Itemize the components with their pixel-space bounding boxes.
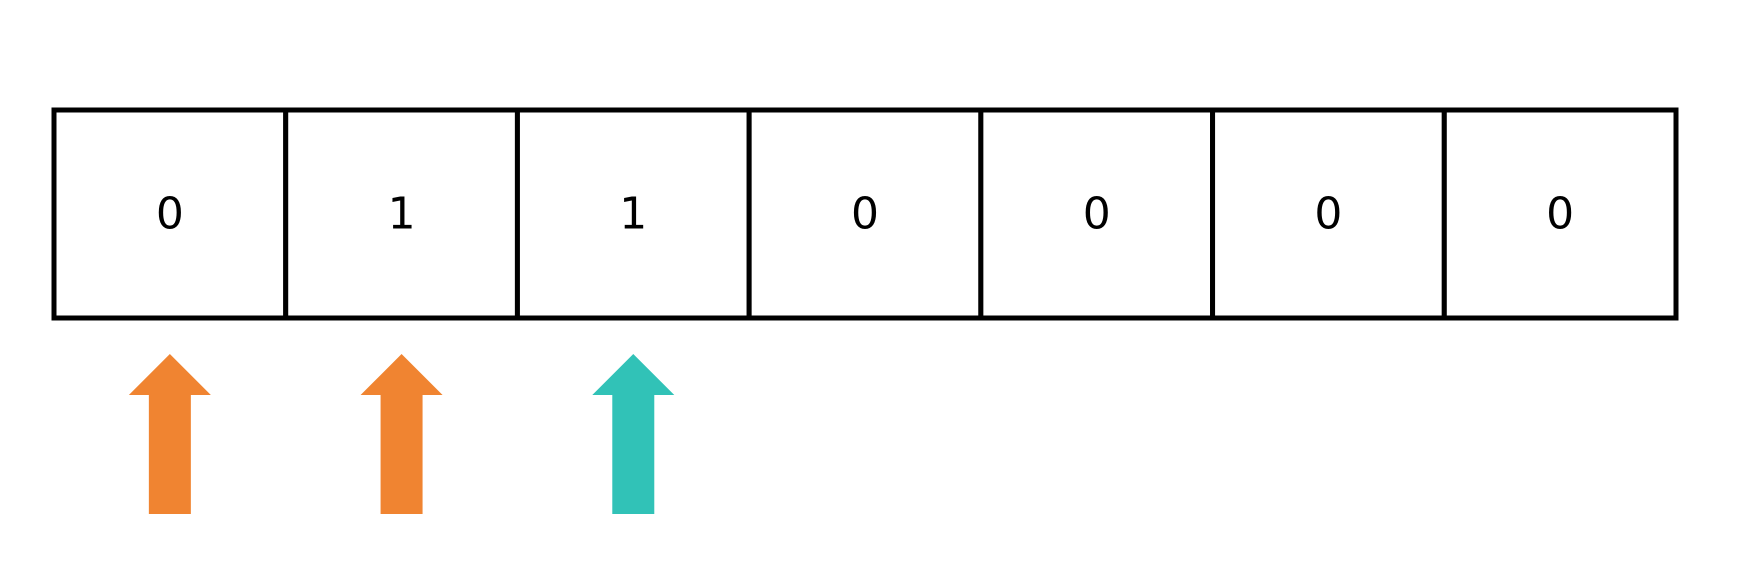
cell-box bbox=[51, 107, 289, 321]
cell-value: 0 bbox=[1314, 189, 1342, 240]
cell-value: 0 bbox=[1546, 189, 1574, 240]
cell-value: 1 bbox=[619, 189, 647, 240]
up-arrow-icon-0 bbox=[128, 354, 211, 514]
array-cell-3: 0 bbox=[746, 107, 984, 321]
pointer-arrows bbox=[128, 354, 675, 514]
array-cells: 0 1 1 0 0 0 0 bbox=[51, 107, 1679, 321]
array-cell-2: 1 bbox=[514, 107, 752, 321]
cell-box bbox=[1441, 107, 1679, 321]
array-cell-6: 0 bbox=[1441, 107, 1679, 321]
cell-box bbox=[283, 107, 520, 321]
cell-value: 0 bbox=[156, 189, 184, 240]
up-arrow-icon-1 bbox=[360, 354, 443, 514]
array-cell-1: 1 bbox=[283, 107, 520, 321]
cell-value: 0 bbox=[1083, 189, 1111, 240]
cell-box bbox=[514, 107, 752, 321]
cell-box bbox=[978, 107, 1216, 321]
array-cell-5: 0 bbox=[1210, 107, 1447, 321]
cell-value: 1 bbox=[388, 189, 416, 240]
cell-value: 0 bbox=[851, 189, 879, 240]
cell-box bbox=[1210, 107, 1447, 321]
up-arrow-icon-2 bbox=[592, 354, 675, 514]
array-cell-0: 0 bbox=[51, 107, 289, 321]
array-cell-4: 0 bbox=[978, 107, 1216, 321]
